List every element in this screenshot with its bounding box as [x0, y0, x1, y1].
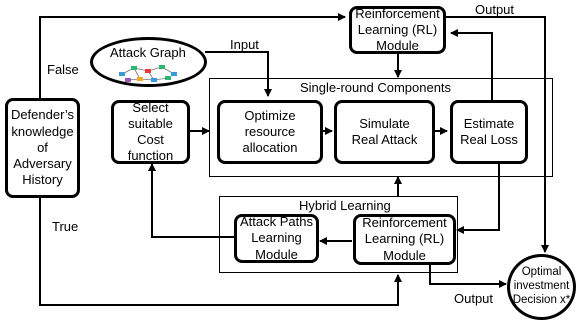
input-arrow	[205, 51, 272, 97]
paths-to-select-arrow	[148, 163, 234, 238]
true-label: True	[52, 219, 79, 234]
hybrid-learning-group	[219, 196, 458, 273]
output-top-label: Output	[475, 2, 515, 17]
false-label: False	[47, 62, 79, 77]
hybrid-learning-label: Hybrid Learning	[299, 198, 391, 213]
simulate-attack-node: Simulate Real Attack	[334, 100, 435, 164]
single-round-label: Single-round Components	[300, 80, 452, 95]
graph-icon	[119, 65, 177, 82]
estimate-to-rl-bottom-arrow	[456, 159, 500, 234]
defender-knowledge-node: Defender’s knowledge of Adversary Histor…	[5, 98, 80, 198]
output-bottom-label: Output	[454, 291, 494, 306]
attack-graph-label: Attack Graph	[110, 45, 186, 60]
select-cost-function-node: Select suitable Cost function	[111, 100, 190, 164]
optimize-resource-node: Optimize resource allocation	[217, 100, 323, 164]
input-label: Input	[230, 37, 259, 52]
single-round-group	[209, 78, 553, 177]
true-arrow	[39, 198, 402, 306]
output-bottom-arrow	[429, 265, 507, 288]
optimal-decision-node: Optimal investment Decision x*	[507, 254, 576, 320]
output-top-arrow	[442, 16, 549, 253]
rl-module-bottom-node: Reinforcement Learning (RL) Module	[353, 214, 456, 265]
attack-paths-node: Attack Paths Learning Module	[234, 214, 319, 263]
estimate-loss-node: Estimate Real Loss	[450, 100, 528, 164]
rl-module-top-node: Reinforcement Learning (RL) Module	[349, 6, 446, 54]
estimate-to-rl-arrow	[450, 29, 493, 102]
false-arrow	[39, 13, 346, 98]
attack-graph-node: Attack Graph	[90, 37, 207, 87]
